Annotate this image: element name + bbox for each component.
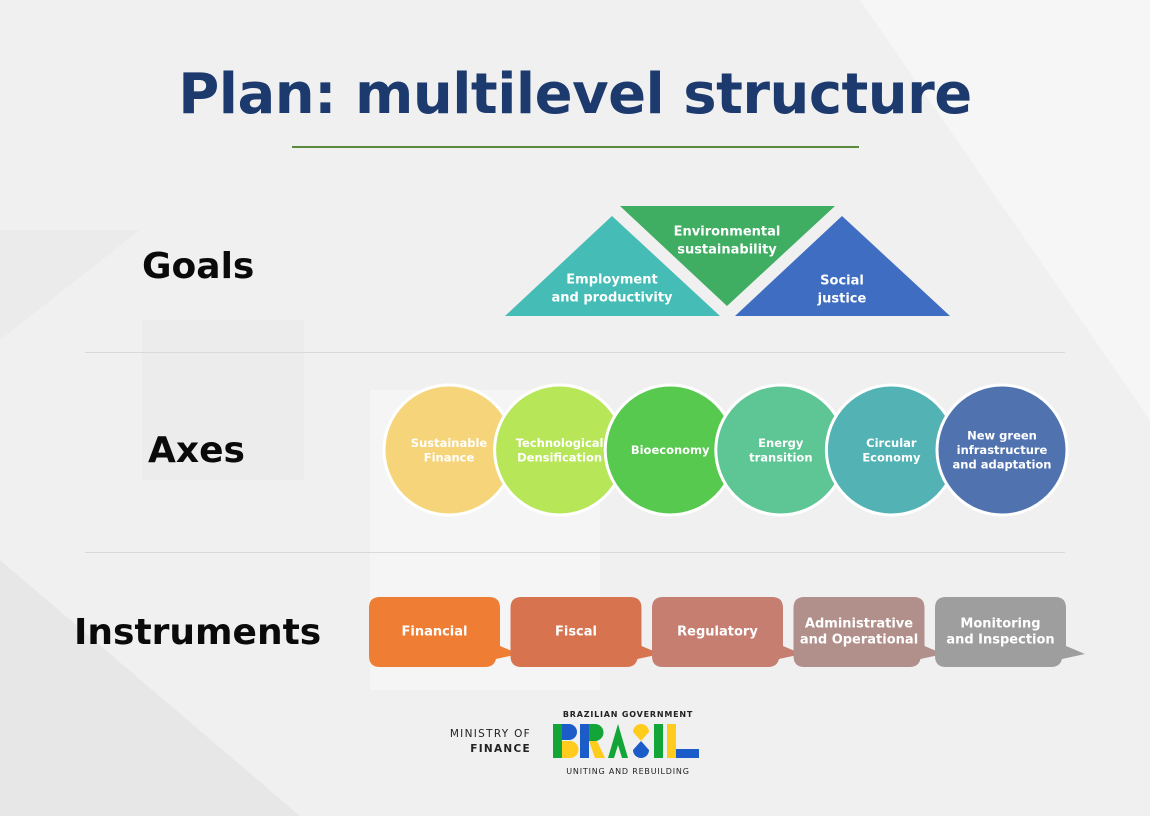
axes-group: SustainableFinanceTechnologicalDensifica… [382, 383, 1069, 517]
axis-6-label-line-1: New green [967, 429, 1037, 443]
axis-3: Bioeconomy [603, 383, 737, 517]
goal-1: Employment and productivity [505, 216, 720, 316]
instrument-3-box [652, 597, 802, 667]
separator-axes-instruments [85, 552, 1065, 553]
page-title: Plan: multilevel structure [178, 62, 972, 127]
brasil-logo-shape-9 [633, 741, 649, 758]
brasil-logo-shape-3 [562, 741, 579, 758]
axis-1-label-line-1: Sustainable [411, 436, 488, 450]
brasil-logo-shape-6 [589, 741, 605, 758]
ministry-of-finance-label: MINISTRY OF FINANCE [430, 727, 531, 757]
instrument-5-label-line-2: and Inspection [946, 633, 1054, 648]
axis-5-label-line-1: Circular [866, 436, 917, 450]
instrument-4-box [793, 597, 944, 667]
goal-2-label-line-2: sustainability [677, 243, 777, 258]
ministry-line-2: FINANCE [470, 743, 531, 755]
separator-goals-axes [85, 352, 1065, 353]
brasil-logo-shape-4 [580, 724, 589, 758]
instrument-5-label-line-1: Monitoring [960, 617, 1040, 632]
axis-5-label-line-2: Economy [862, 450, 921, 464]
brasil-logo-shape-12 [676, 749, 699, 758]
instrument-2-label-line-1: Fiscal [555, 625, 597, 640]
axis-2-label-line-1: Technological [516, 436, 604, 450]
goals-group: Employment and productivity Environmental s… [505, 206, 950, 316]
goal-2-label-line-1: Environmental [674, 225, 781, 240]
brasil-logo-shape-11 [667, 724, 676, 758]
axis-6-label-line-2: infrastructure [957, 443, 1048, 457]
axis-1-label-line-2: Finance [424, 450, 475, 464]
title-underline [292, 146, 859, 148]
instrument-1-box [369, 597, 519, 667]
goal-1-label-line-2: and productivity [551, 291, 673, 306]
goal-2-triangle [620, 206, 835, 306]
instrument-1: Financial [369, 597, 519, 667]
axis-4-label-line-2: transition [749, 450, 812, 464]
axis-3-label-line-1: Bioeconomy [631, 443, 710, 457]
brasil-logo-shape-8 [633, 724, 649, 741]
goal-3: Social justice [735, 216, 950, 316]
brasil-logo-shape-5 [589, 724, 604, 741]
instrument-4-label-line-2: and Operational [800, 633, 918, 648]
goal-1-triangle [505, 216, 720, 316]
brasil-logo-shape-7 [608, 724, 628, 758]
goal-3-label-line-2: justice [817, 292, 867, 307]
ministry-line-1: MINISTRY OF [449, 728, 531, 740]
goal-1-label-line-1: Employment [566, 273, 657, 288]
instrument-4-label-line-1: Administrative [805, 617, 913, 632]
instrument-2: Fiscal [510, 597, 661, 667]
row-label-axes: Axes [148, 430, 245, 471]
brasil-logo [553, 724, 699, 758]
axis-6-label-line-3: and adaptation [953, 458, 1052, 472]
axis-6-circle [935, 383, 1069, 517]
instrument-5-box [935, 597, 1085, 667]
instrument-2-box [510, 597, 661, 667]
row-label-instruments: Instruments [74, 612, 322, 653]
instrument-1-label-line-1: Financial [401, 625, 467, 640]
goal-3-label-line-1: Social [820, 274, 864, 289]
brazilian-government-label: BRAZILIAN GOVERNMENT [562, 710, 694, 719]
goal-3-triangle [735, 216, 950, 316]
brasil-logo-shape-10 [654, 724, 663, 758]
axis-2-label-line-2: Densification [517, 450, 602, 464]
instrument-3-label-line-1: Regulatory [677, 625, 758, 640]
instrument-3: Regulatory [652, 597, 802, 667]
uniting-rebuilding-tagline: UNITING AND REBUILDING [566, 767, 690, 776]
row-label-goals: Goals [142, 246, 255, 287]
brasil-logo-shape-2 [562, 724, 577, 740]
goal-2: Environmental sustainability [620, 206, 835, 306]
brasil-logo-shape-1 [553, 724, 562, 758]
axis-4-label-line-1: Energy [758, 436, 804, 450]
